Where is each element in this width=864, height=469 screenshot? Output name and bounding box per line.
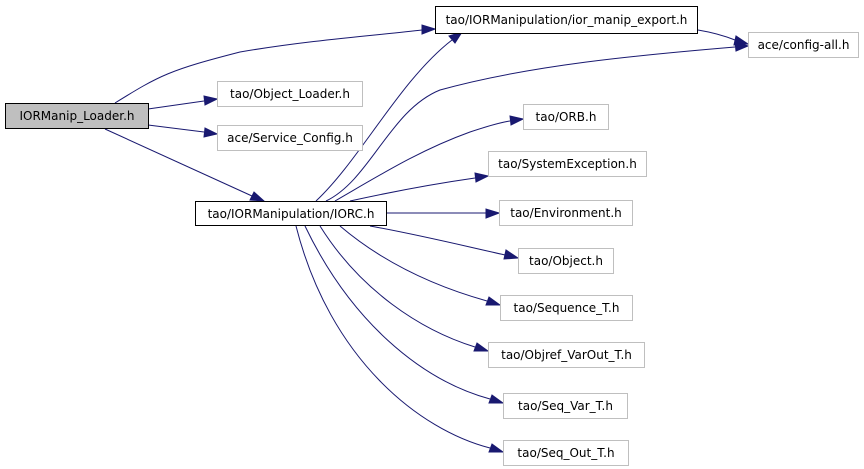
node-iorc-h[interactable]: tao/IORManipulation/IORC.h [195,201,387,226]
node-config-all-h: ace/config-all.h [748,32,859,58]
node-iormanip-loader-h: IORManip_Loader.h [5,103,149,129]
edge-loader-to-ior-manip-export [114,29,423,104]
node-ior-manip-export-h[interactable]: tao/IORManipulation/ior_manip_export.h [435,6,698,34]
node-orb-h: tao/ORB.h [523,104,609,130]
edge-ior-manip-export-to-config-all [697,29,736,41]
edge-arrow [203,127,219,138]
edge-arrow [488,443,505,453]
edge-iorc-to-seq-var-t [304,225,491,400]
edge-arrow [249,191,266,202]
edge-iorc-to-ior-manip-export [315,39,453,202]
edge-arrow [473,342,490,352]
edge-arrow [485,296,502,306]
edge-iorc-to-orb [334,120,511,202]
edge-arrow [734,41,750,52]
node-object-h: tao/Object.h [518,248,614,274]
edge-iorc-to-objref-varout-t [319,225,476,348]
node-seq-var-t-h: tao/Seq_Var_T.h [503,393,628,419]
node-seq-out-t-h: tao/Seq_Out_T.h [503,440,629,466]
edge-iorc-to-config-all [325,46,736,202]
edge-arrow [503,249,520,260]
edge-arrow [421,24,437,35]
edge-iorc-to-system-exception [349,177,476,202]
edge-arrow [448,31,464,44]
edge-loader-to-iorc [104,128,253,197]
edge-iorc-to-sequence-t [339,225,488,302]
edge-loader-to-service-config [147,124,205,133]
edge-loader-to-object-loader [147,100,205,110]
node-object-loader-h: tao/Object_Loader.h [217,81,363,107]
node-system-exception-h: tao/SystemException.h [488,151,647,177]
edge-arrow [485,208,501,219]
edge-iorc-to-seq-out-t [295,225,491,449]
node-objref-varout-t-h: tao/Objref_VarOut_T.h [488,342,645,368]
edge-iorc-to-object [369,225,506,256]
edge-arrow [509,115,525,126]
node-service-config-h: ace/Service_Config.h [217,125,363,151]
edge-arrow [203,95,219,106]
edge-arrow [488,394,505,404]
node-environment-h: tao/Environment.h [499,200,633,226]
edge-arrow [474,172,490,183]
node-sequence-t-h: tao/Sequence_T.h [500,295,633,321]
